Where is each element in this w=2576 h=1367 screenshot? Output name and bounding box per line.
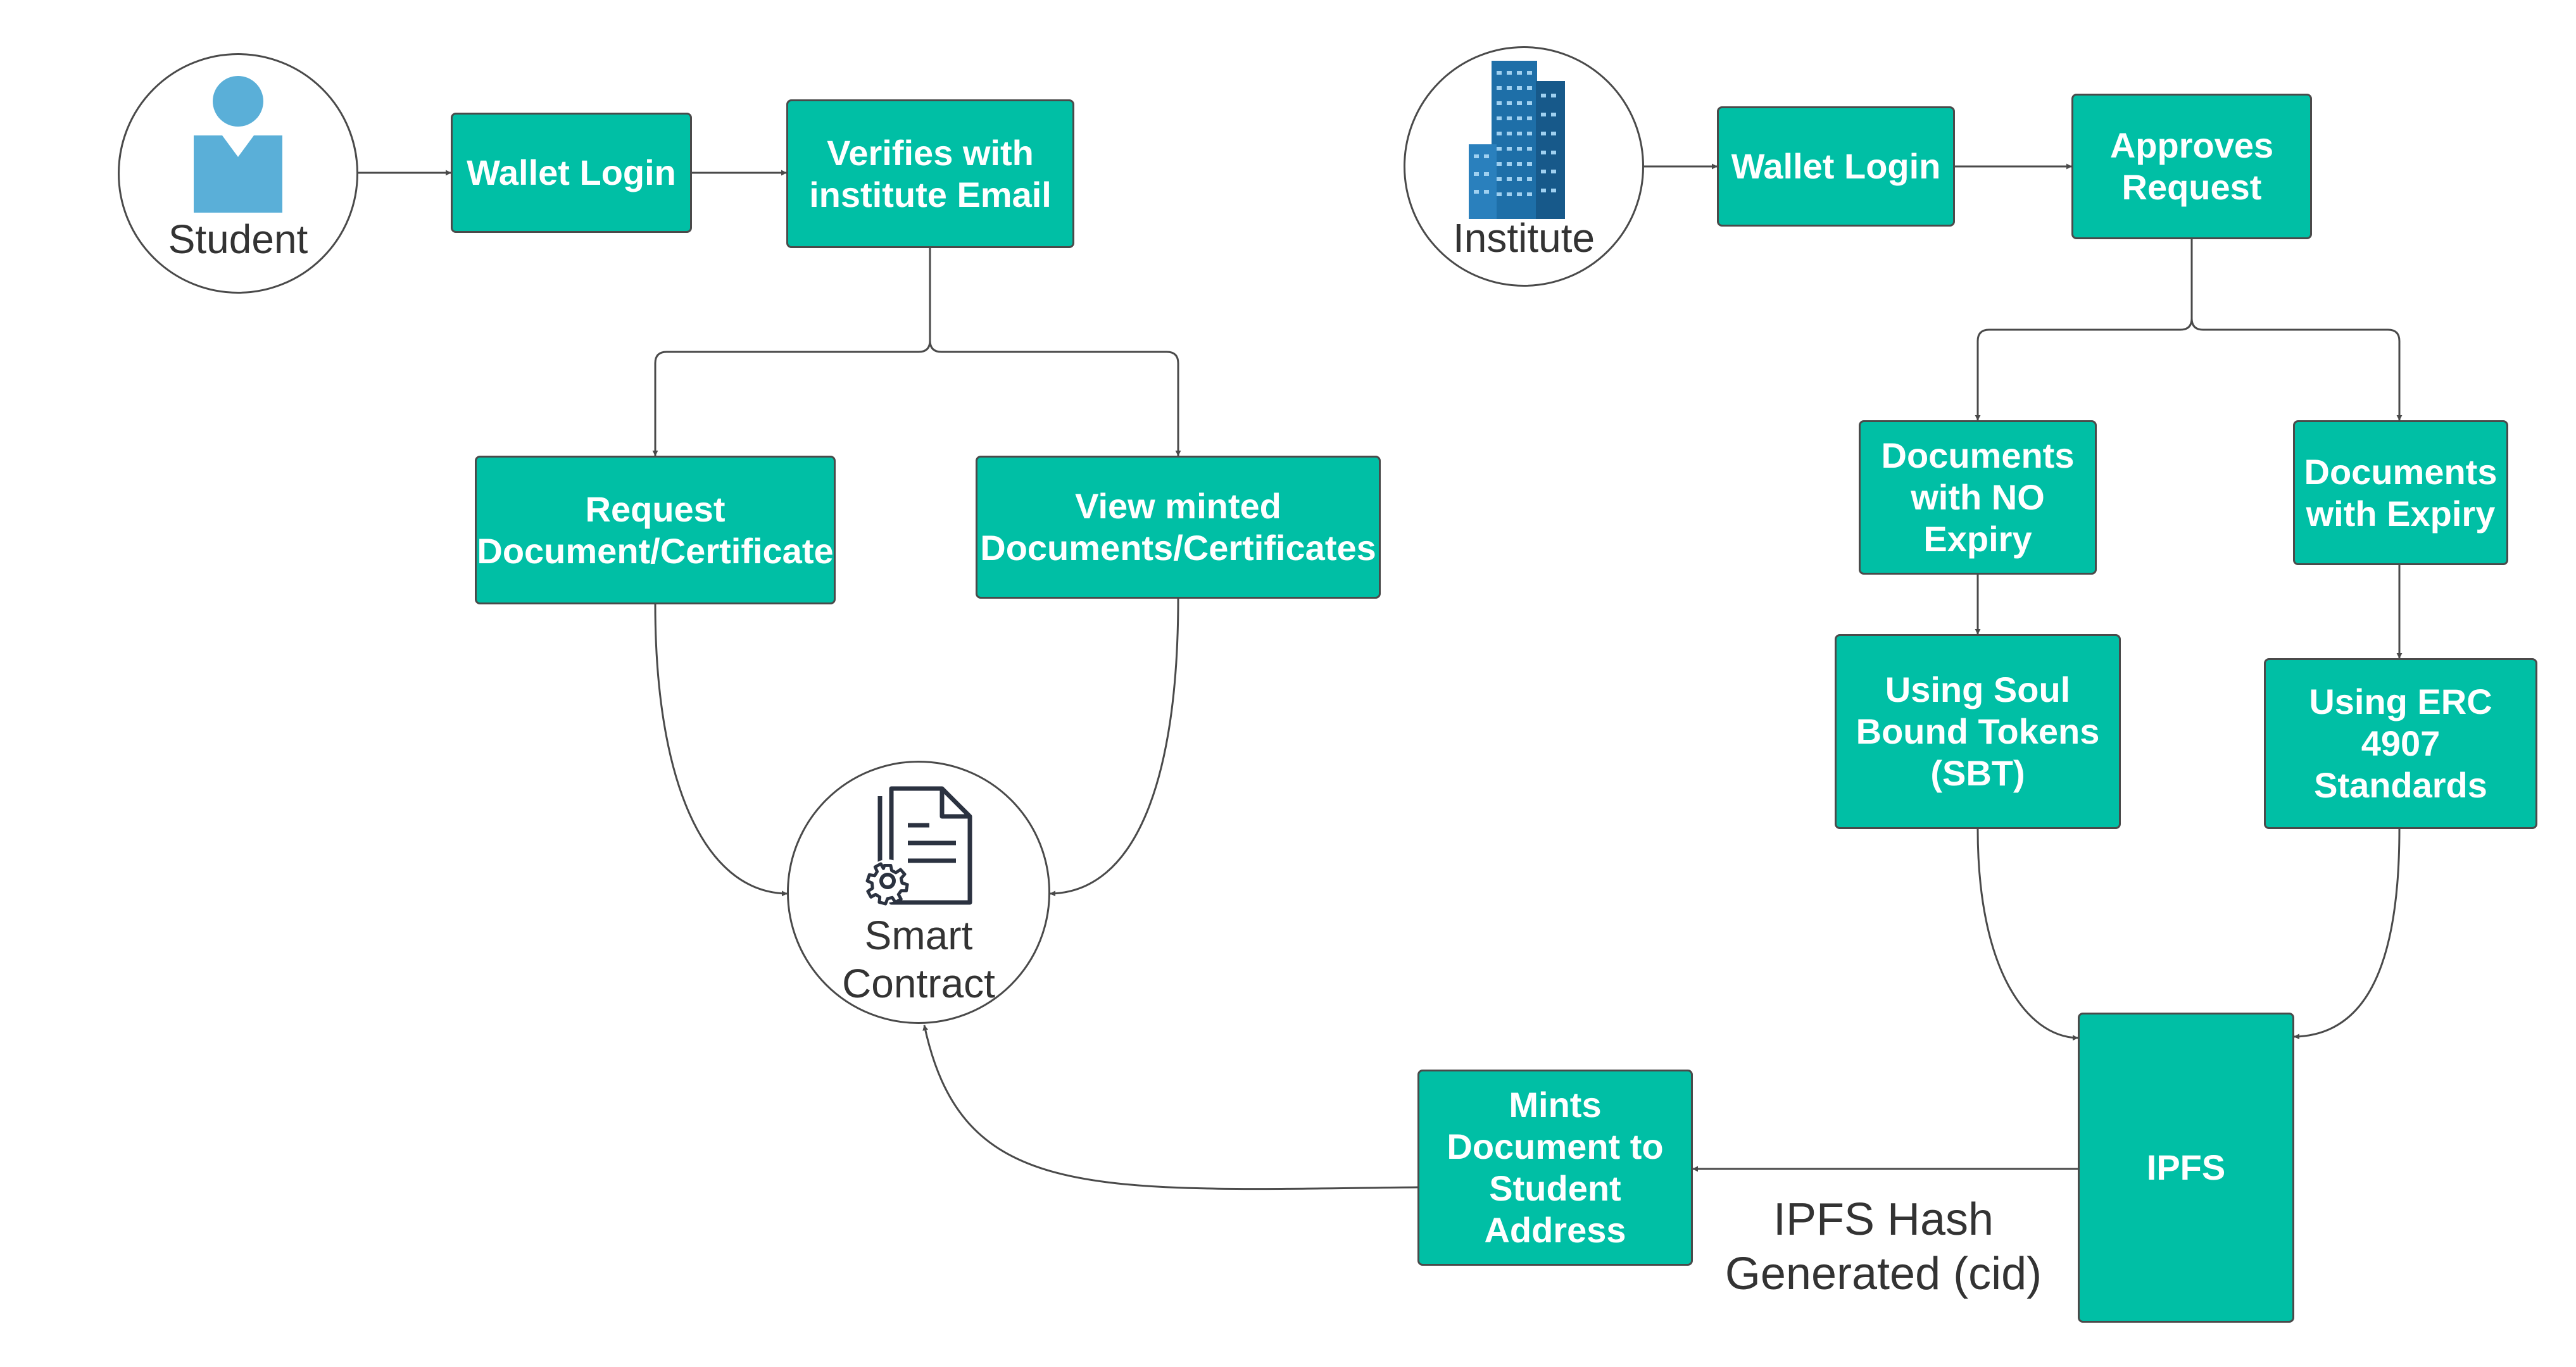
edge-verify-to-view [929, 340, 1181, 456]
smart-contract-label: Smart Contract [842, 913, 995, 1006]
request-document-node[interactable]: Request Document/Certificate [475, 456, 836, 604]
ipfs-node[interactable]: IPFS [2078, 1013, 2294, 1323]
user-icon [194, 76, 282, 213]
institute-label: Institute [1452, 215, 1595, 261]
edge-erc-to-ipfs [2294, 828, 2401, 1040]
using-sbt-node[interactable]: Using Soul Bound Tokens (SBT) [1835, 634, 2121, 829]
using-erc-node[interactable]: Using ERC 4907 Standards [2264, 658, 2537, 829]
docs-with-expiry-node[interactable]: Documents with Expiry [2293, 420, 2508, 565]
edge-approves-to-noexpiry [1975, 239, 2193, 421]
edge-sbt-to-ipfs [1976, 828, 2078, 1041]
student-wallet-login-node[interactable]: Wallet Login [451, 113, 692, 233]
mints-document-node[interactable]: Mints Document to Student Address [1417, 1070, 1693, 1266]
edge-approves-to-expiry [2190, 318, 2403, 421]
document-gear-icon [865, 786, 972, 906]
edge-mints-to-contract [922, 1025, 1418, 1190]
edge-verify-to-request [652, 248, 931, 456]
institute-wallet-login-node[interactable]: Wallet Login [1717, 106, 1955, 227]
building-icon [1469, 61, 1565, 219]
verify-email-node[interactable]: Verifies with institute Email [786, 99, 1074, 248]
edge-request-to-contract [654, 604, 788, 897]
edge-view-to-contract [1050, 598, 1179, 897]
student-label: Student [168, 216, 308, 262]
view-minted-node[interactable]: View minted Documents/Certificates [976, 456, 1381, 599]
approves-request-node[interactable]: Approves Request [2071, 94, 2312, 239]
docs-no-expiry-node[interactable]: Documents with NO Expiry [1859, 420, 2097, 575]
ipfs-hash-edge-label: IPFS Hash Generated (cid) [1725, 1194, 2042, 1299]
